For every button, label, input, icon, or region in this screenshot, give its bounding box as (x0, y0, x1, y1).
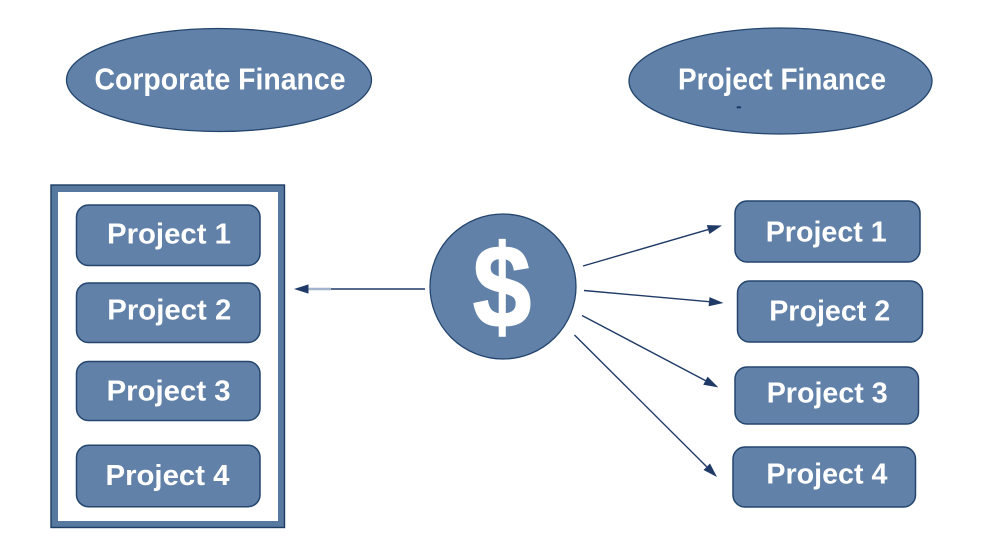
svg-text:Project 4: Project 4 (106, 460, 230, 492)
svg-text:Project Finance: Project Finance (678, 62, 886, 97)
svg-text:Project 2: Project 2 (769, 296, 890, 328)
svg-text:Project 1: Project 1 (766, 217, 887, 249)
svg-text:Project 2: Project 2 (107, 295, 231, 327)
svg-text:Project 3: Project 3 (767, 378, 888, 410)
svg-text:Corporate Finance: Corporate Finance (95, 63, 346, 97)
svg-text:Project 1: Project 1 (107, 219, 231, 251)
svg-text:$: $ (473, 221, 532, 352)
svg-text:Project 3: Project 3 (107, 375, 231, 407)
svg-text:Project 4: Project 4 (766, 458, 887, 490)
